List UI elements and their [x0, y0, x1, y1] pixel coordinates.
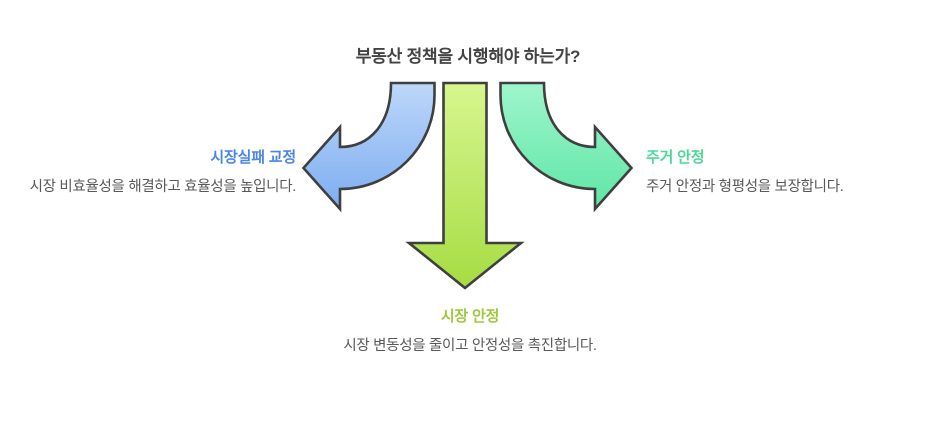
- page-title: 부동산 정책을 시행해야 하는가?: [355, 47, 581, 66]
- branch-housing-stability: 주거 안정 주거 안정과 형평성을 보장합니다.: [646, 148, 924, 199]
- curved-arrow-left: [301, 81, 436, 213]
- branch-title-bottom: 시장 안정: [440, 308, 500, 325]
- branch-description-bottom: 시장 변동성을 줄이고 안정성을 촉진합니다.: [343, 338, 597, 354]
- branch-description-left: 시장 비효율성을 해결하고 효율성을 높입니다.: [29, 179, 297, 195]
- branch-description-right: 주거 안정과 형평성을 보장합니다.: [646, 179, 844, 195]
- curved-arrow-right: [499, 81, 634, 213]
- arrow-down: [405, 81, 525, 290]
- branch-title-left: 시장실패 교정: [210, 149, 296, 166]
- branch-title-right: 주거 안정: [646, 149, 705, 166]
- branch-market-stability: 시장 안정 시장 변동성을 줄이고 안정성을 촉진합니다.: [320, 307, 620, 358]
- branch-market-failure-correction: 시장실패 교정 시장 비효율성을 해결하고 효율성을 높입니다.: [15, 148, 297, 199]
